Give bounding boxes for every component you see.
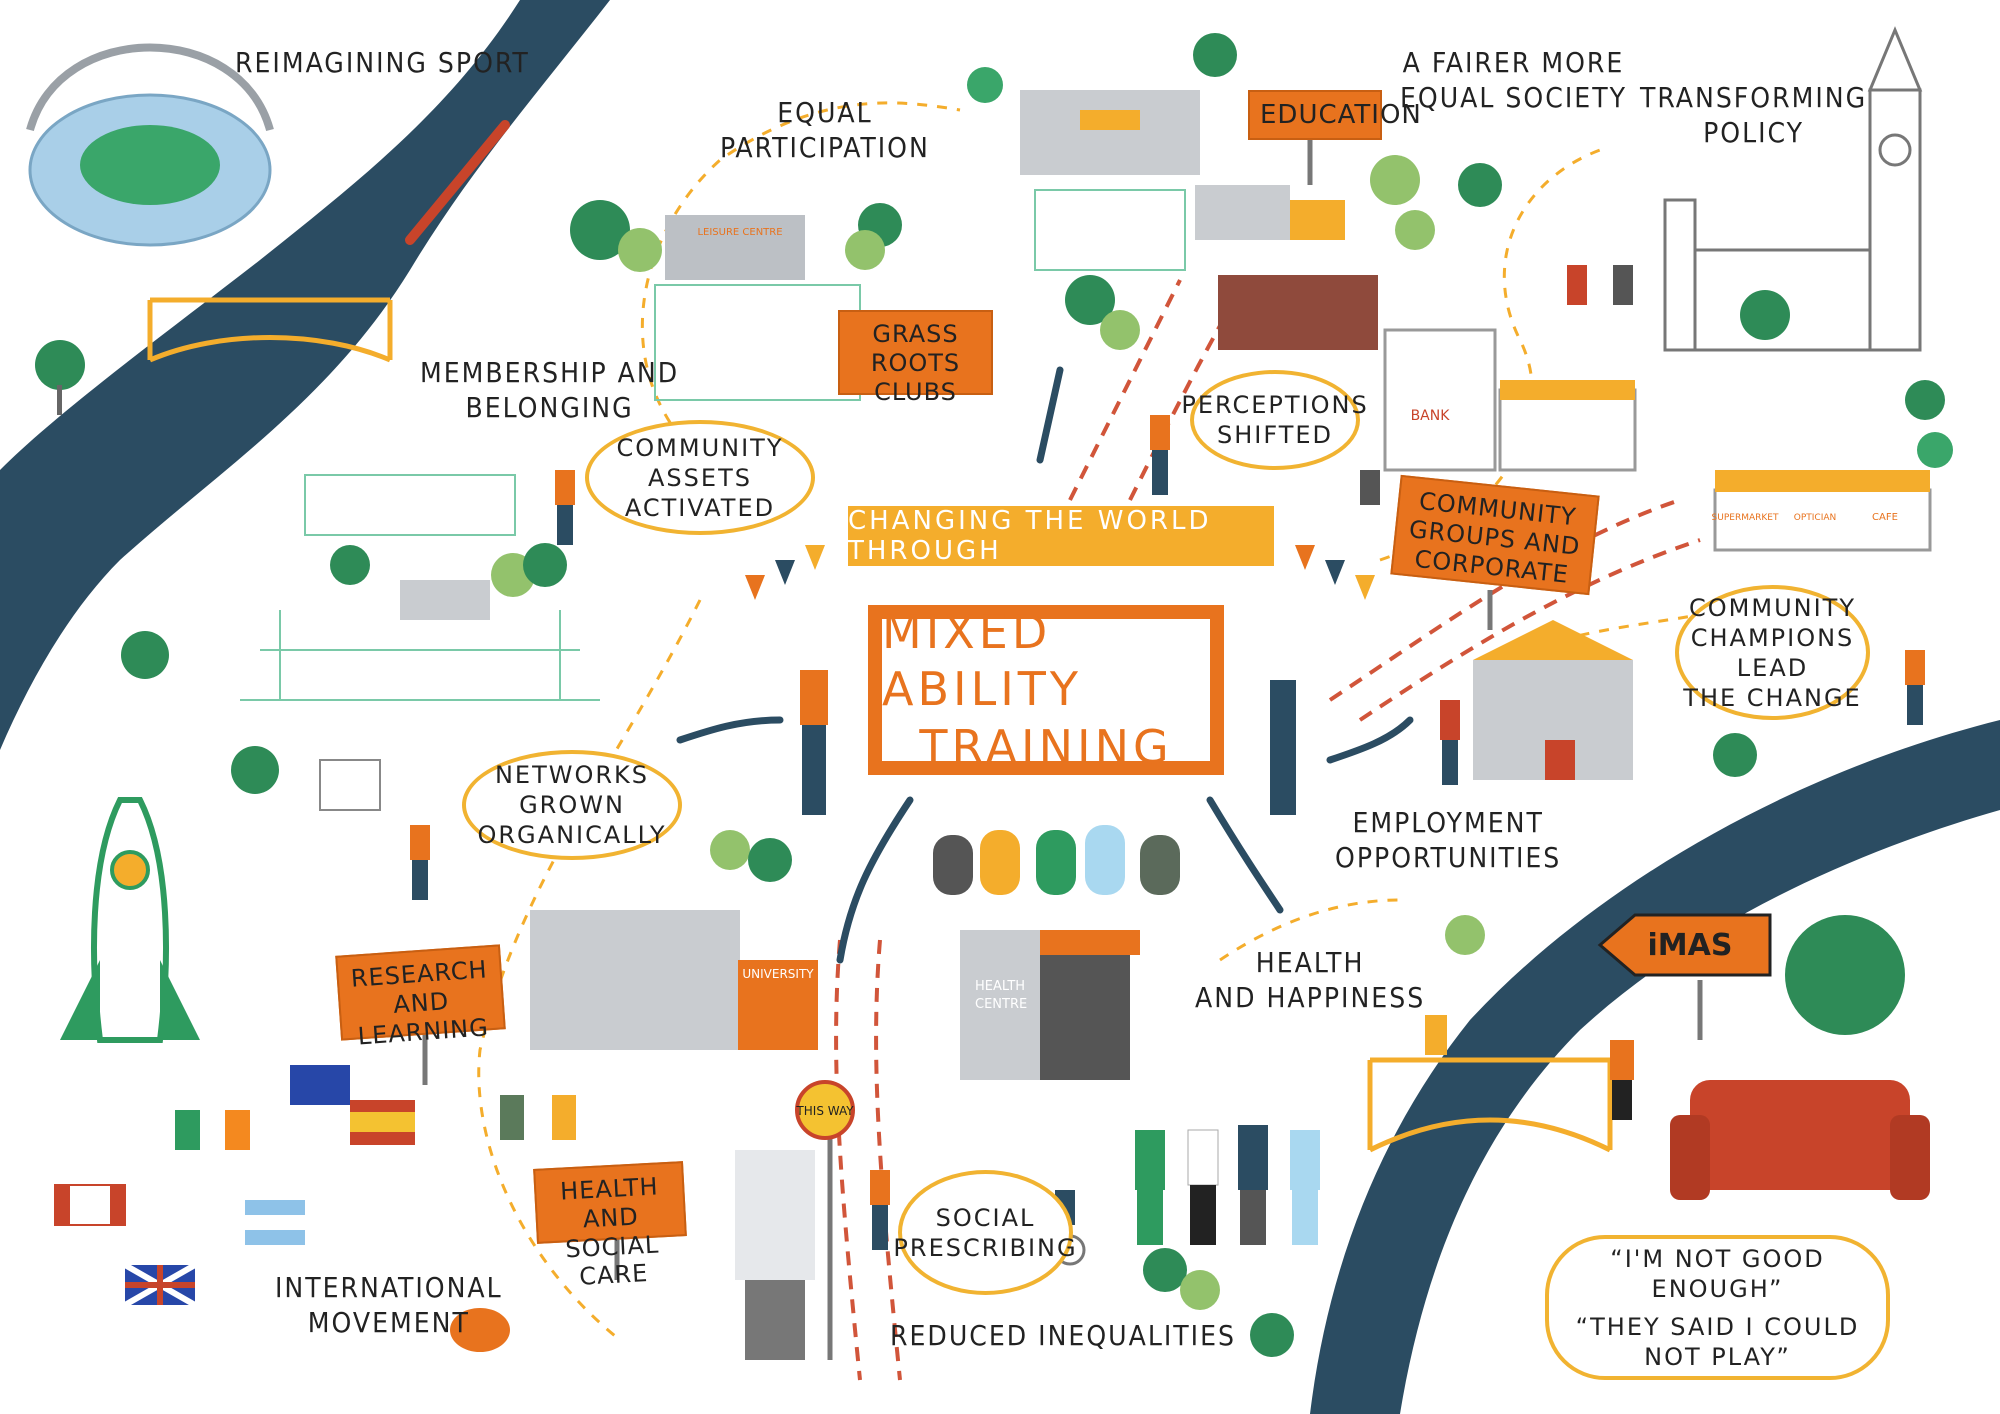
label-equal-participation: EQUAL PARTICIPATION xyxy=(720,96,930,164)
leisure-centre-building xyxy=(665,215,805,280)
ireland-flag xyxy=(175,1110,250,1150)
this-way-label: THIS WAY xyxy=(795,1104,854,1118)
university-building xyxy=(530,910,740,1050)
sign-research: RESEARCH AND LEARNING xyxy=(335,944,506,1050)
imas-sign-label: iMAS xyxy=(1648,928,1733,963)
sign-grass-roots: GRASS ROOTS CLUBS xyxy=(838,310,993,406)
uk-flag xyxy=(123,1262,197,1308)
education-school xyxy=(1020,90,1200,175)
title-line-1: MIXED ABILITY xyxy=(882,604,1082,717)
sign-health-social-care: HEALTH AND SOCIAL CARE xyxy=(533,1161,687,1291)
terraced-houses xyxy=(1218,275,1378,350)
bank-label: BANK xyxy=(1411,408,1451,424)
label-fairer-society: A FAIRER MORE EQUAL SOCIETY xyxy=(1400,46,1627,114)
education-house xyxy=(1195,185,1290,240)
shops-building xyxy=(1498,388,1637,472)
imas-sign-shape xyxy=(1597,913,1772,977)
bridge-left xyxy=(147,297,393,363)
label-health-happiness: HEALTH AND HAPPINESS xyxy=(1195,946,1426,1014)
stadium-icon xyxy=(26,43,274,247)
rugby-ball xyxy=(450,1308,510,1352)
argentina-flag xyxy=(245,1200,305,1245)
school-court xyxy=(1034,189,1186,271)
label-reduced-inequalities: REDUCED INEQUALITIES xyxy=(890,1319,1237,1352)
this-way-lollipop xyxy=(795,1080,855,1140)
cafe-label: CAFE xyxy=(1872,512,1898,523)
optician-label: OPTICIAN xyxy=(1794,513,1837,523)
bunting xyxy=(745,545,1375,600)
title-line-2: TRAINING xyxy=(919,719,1173,774)
clubhouse xyxy=(400,580,490,620)
thought-football xyxy=(1785,915,1905,1035)
high-street xyxy=(1713,488,1932,552)
big-ben-icon xyxy=(1663,26,1923,352)
audience xyxy=(933,825,1180,895)
tennis-court xyxy=(304,474,516,536)
people xyxy=(410,265,1925,1360)
flags xyxy=(54,1065,415,1308)
banner-changing-world: CHANGING THE WORLD THROUGH xyxy=(848,506,1274,566)
canada-flag xyxy=(54,1184,126,1226)
label-international: INTERNATIONAL MOVEMENT xyxy=(275,1271,503,1339)
bank-building xyxy=(1383,328,1497,472)
eu-flag xyxy=(290,1065,350,1105)
leisure-centre-label: LEISURE CENTRE xyxy=(697,227,782,238)
spain-flag xyxy=(350,1100,415,1145)
supermarket-label: SUPERMARKET xyxy=(1712,513,1779,523)
river-right xyxy=(1310,720,2000,1414)
bubble-quote: “I'M NOT GOOD ENOUGH”“THEY SAID I COULD … xyxy=(1545,1235,1890,1380)
rugby-pitch xyxy=(240,610,600,701)
greenhouse xyxy=(319,759,381,811)
health-centre-label-1: HEALTH xyxy=(975,979,1025,994)
rocket-icon xyxy=(60,797,200,1043)
label-membership: MEMBERSHIP AND BELONGING xyxy=(420,356,680,424)
sofa-icon xyxy=(1670,1080,1930,1200)
label-employment: EMPLOYMENT OPPORTUNITIES xyxy=(1335,806,1562,874)
university-label: UNIVERSITY xyxy=(742,967,814,981)
basketball-court xyxy=(654,284,861,401)
sign-education: EDUCATION xyxy=(1248,90,1421,140)
trees xyxy=(35,33,1953,1357)
label-reimagining-sport: REIMAGINING SPORT xyxy=(235,46,530,79)
title-box: MIXED ABILITY TRAINING xyxy=(868,605,1224,775)
sign-community-groups: COMMUNITY GROUPS AND CORPORATE xyxy=(1390,474,1600,596)
health-centre-label-2: CENTRE xyxy=(975,997,1027,1012)
label-transforming-policy: TRANSFORMING POLICY xyxy=(1640,81,1868,149)
rowing-boat xyxy=(405,120,510,245)
bridge-right xyxy=(1367,1057,1613,1153)
